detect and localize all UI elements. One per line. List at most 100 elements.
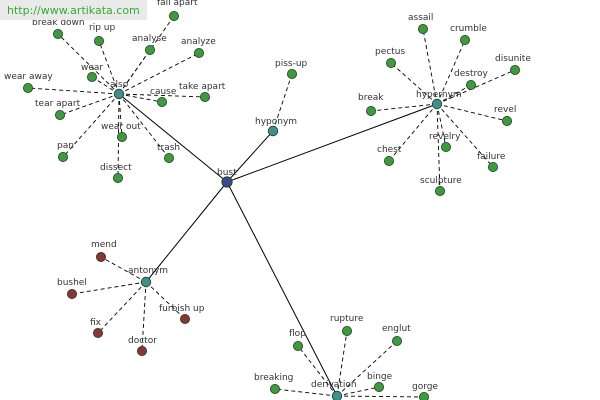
edge-derivation-flop bbox=[297, 345, 338, 397]
word-tear-apart-label[interactable]: tear apart bbox=[35, 99, 81, 109]
word-dissect-label[interactable]: dissect bbox=[100, 163, 132, 173]
edge-also-pan bbox=[62, 93, 120, 158]
word-assail-label[interactable]: assail bbox=[408, 13, 433, 23]
word-dissect-node[interactable] bbox=[113, 172, 124, 183]
word-flop-label[interactable]: flop bbox=[289, 329, 306, 339]
edge-derivation-binge bbox=[336, 386, 380, 397]
word-pectus-node[interactable] bbox=[385, 58, 396, 69]
word-mend-label[interactable]: mend bbox=[91, 240, 117, 250]
word-sculpture-node[interactable] bbox=[434, 185, 445, 196]
edge-bust-hypernym bbox=[226, 103, 438, 183]
relation-derivation-node[interactable] bbox=[331, 390, 343, 400]
word-fix-node[interactable] bbox=[93, 327, 104, 338]
word-revel-node[interactable] bbox=[501, 116, 512, 127]
word-furbish-up-node[interactable] bbox=[179, 313, 190, 324]
word-mend-node[interactable] bbox=[96, 251, 107, 262]
edge-bust-also bbox=[118, 93, 228, 183]
word-doctor-node[interactable] bbox=[136, 345, 147, 356]
edge-also-break-down bbox=[57, 33, 120, 95]
word-breaking-node[interactable] bbox=[269, 383, 280, 394]
word-rupture-label[interactable]: rupture bbox=[330, 314, 364, 324]
word-furbish-up-label[interactable]: furbish up bbox=[159, 304, 205, 314]
edge-hypernym-chest bbox=[388, 103, 438, 162]
word-fall-apart-node[interactable] bbox=[168, 10, 179, 21]
edge-antonym-mend bbox=[100, 256, 147, 283]
word-wear-out-node[interactable] bbox=[117, 131, 128, 142]
word-fix-label[interactable]: fix bbox=[90, 318, 102, 328]
word-gorge-node[interactable] bbox=[419, 392, 429, 400]
word-rip-up-label[interactable]: rip up bbox=[89, 23, 115, 33]
word-piss-up-label[interactable]: piss-up bbox=[275, 59, 308, 69]
word-pan-node[interactable] bbox=[58, 151, 69, 162]
word-pectus-label[interactable]: pectus bbox=[375, 47, 405, 57]
relation-also-node[interactable] bbox=[113, 88, 125, 100]
word-destroy-node[interactable] bbox=[465, 80, 476, 91]
edge-bust-antonym bbox=[145, 181, 228, 283]
word-revelry-node[interactable] bbox=[440, 141, 451, 152]
word-englut-label[interactable]: englut bbox=[382, 324, 411, 334]
word-wear-node[interactable] bbox=[87, 72, 98, 83]
word-crumble-label[interactable]: crumble bbox=[450, 24, 487, 34]
relation-antonym-label[interactable]: antonym bbox=[128, 266, 168, 276]
edge-hypernym-sculpture bbox=[436, 103, 441, 192]
relation-hyponym-node[interactable] bbox=[267, 125, 279, 137]
word-cause-label[interactable]: cause bbox=[150, 87, 177, 97]
word-take-apart-label[interactable]: take apart bbox=[179, 82, 226, 92]
word-bushel-label[interactable]: bushel bbox=[57, 278, 87, 288]
word-pan-label[interactable]: pan bbox=[57, 141, 74, 151]
word-trash-label[interactable]: trash bbox=[157, 143, 180, 153]
relation-antonym-node[interactable] bbox=[140, 276, 152, 288]
word-sculpture-label[interactable]: sculpture bbox=[420, 176, 462, 186]
relation-hypernym-label[interactable]: hypernym bbox=[416, 90, 462, 100]
word-wear-away-node[interactable] bbox=[22, 83, 33, 94]
word-break-down-node[interactable] bbox=[53, 28, 64, 39]
word-break-down-label[interactable]: break down bbox=[32, 18, 85, 28]
word-wear-out-label[interactable]: wear out bbox=[101, 122, 141, 132]
center-bust-node[interactable] bbox=[221, 176, 233, 188]
word-analyse-label[interactable]: analyse bbox=[132, 34, 167, 44]
word-cause-node[interactable] bbox=[156, 97, 167, 108]
word-binge-node[interactable] bbox=[373, 381, 384, 392]
word-wear-label[interactable]: wear bbox=[81, 63, 103, 73]
word-take-apart-node[interactable] bbox=[199, 92, 210, 103]
word-flop-node[interactable] bbox=[292, 340, 303, 351]
relation-also-label[interactable]: also bbox=[110, 80, 129, 90]
word-disunite-label[interactable]: disunite bbox=[495, 54, 531, 64]
word-trash-node[interactable] bbox=[163, 152, 174, 163]
word-break-label[interactable]: break bbox=[358, 93, 384, 103]
word-destroy-label[interactable]: destroy bbox=[454, 69, 488, 79]
word-assail-node[interactable] bbox=[417, 23, 428, 34]
word-chest-label[interactable]: chest bbox=[377, 145, 402, 155]
relation-hypernym-node[interactable] bbox=[431, 98, 443, 110]
word-doctor-label[interactable]: doctor bbox=[128, 336, 157, 346]
edge-also-analyse bbox=[118, 49, 151, 95]
word-crumble-node[interactable] bbox=[459, 35, 470, 46]
word-wear-away-label[interactable]: wear away bbox=[4, 72, 53, 82]
word-rupture-node[interactable] bbox=[341, 325, 352, 336]
word-revel-label[interactable]: revel bbox=[494, 105, 516, 115]
word-analyse-node[interactable] bbox=[144, 45, 155, 56]
word-gorge-label[interactable]: gorge bbox=[412, 382, 438, 392]
word-fall-apart-label[interactable]: fall apart bbox=[157, 0, 198, 8]
word-analyze-label[interactable]: analyze bbox=[181, 37, 216, 47]
word-rip-up-node[interactable] bbox=[94, 36, 105, 47]
word-failure-node[interactable] bbox=[487, 161, 498, 172]
word-piss-up-node[interactable] bbox=[286, 69, 297, 80]
edge-also-cause bbox=[118, 93, 163, 103]
relation-hyponym-label[interactable]: hyponym bbox=[255, 117, 297, 127]
word-break-node[interactable] bbox=[365, 106, 376, 117]
relation-derivation-label[interactable]: derivation bbox=[311, 380, 357, 390]
word-binge-label[interactable]: binge bbox=[367, 372, 393, 382]
word-failure-label[interactable]: failure bbox=[477, 152, 506, 162]
word-disunite-node[interactable] bbox=[509, 65, 520, 76]
word-englut-node[interactable] bbox=[391, 335, 402, 346]
word-revelry-label[interactable]: revelry bbox=[429, 132, 461, 142]
center-bust-label[interactable]: bust bbox=[217, 168, 237, 178]
word-analyze-node[interactable] bbox=[193, 48, 204, 59]
word-bushel-node[interactable] bbox=[67, 288, 78, 299]
word-tear-apart-node[interactable] bbox=[55, 110, 66, 121]
watermark-link[interactable]: http://www.artikata.com bbox=[0, 0, 147, 20]
word-chest-node[interactable] bbox=[383, 155, 394, 166]
word-breaking-label[interactable]: breaking bbox=[254, 373, 293, 383]
edge-antonym-fix bbox=[97, 281, 147, 334]
